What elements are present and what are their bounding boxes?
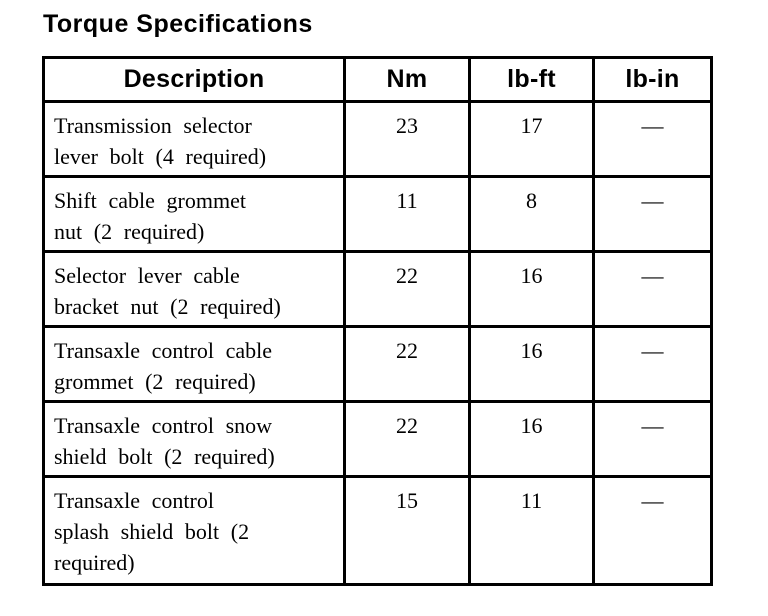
description-cell: Selector lever cable bracket nut (2 requ… [42, 250, 346, 328]
lb-in-cell: — [592, 325, 713, 403]
nm-cell: 22 [343, 400, 471, 478]
lb-ft-cell: 11 [468, 475, 595, 586]
header-lb-ft: lb-ft [468, 56, 595, 103]
table-row: Shift cable grommet nut (2 required) 11 … [42, 175, 713, 253]
description-cell: Transaxle control splash shield bolt (2 … [42, 475, 346, 586]
header-description: Description [42, 56, 346, 103]
header-lb-in: lb-in [592, 56, 713, 103]
lb-ft-cell: 8 [468, 175, 595, 253]
description-cell: Transaxle control cable grommet (2 requi… [42, 325, 346, 403]
nm-cell: 22 [343, 250, 471, 328]
description-cell: Shift cable grommet nut (2 required) [42, 175, 346, 253]
lb-ft-cell: 16 [468, 250, 595, 328]
nm-cell: 15 [343, 475, 471, 586]
lb-ft-cell: 16 [468, 325, 595, 403]
lb-in-cell: — [592, 100, 713, 178]
lb-in-cell: — [592, 250, 713, 328]
table-row: Transaxle control cable grommet (2 requi… [42, 325, 713, 403]
description-cell: Transmission selector lever bolt (4 requ… [42, 100, 346, 178]
page-title: Torque Specifications [43, 10, 313, 38]
table-row: Transaxle control snow shield bolt (2 re… [42, 400, 713, 478]
header-nm: Nm [343, 56, 471, 103]
torque-specifications-table: Description Nm lb-ft lb-in Transmission … [42, 56, 713, 586]
nm-cell: 22 [343, 325, 471, 403]
lb-in-cell: — [592, 475, 713, 586]
lb-in-cell: — [592, 400, 713, 478]
lb-ft-cell: 17 [468, 100, 595, 178]
description-cell: Transaxle control snow shield bolt (2 re… [42, 400, 346, 478]
table-row: Transaxle control splash shield bolt (2 … [42, 475, 713, 586]
lb-ft-cell: 16 [468, 400, 595, 478]
table-header-row: Description Nm lb-ft lb-in [42, 56, 713, 103]
nm-cell: 23 [343, 100, 471, 178]
table-row: Transmission selector lever bolt (4 requ… [42, 100, 713, 178]
nm-cell: 11 [343, 175, 471, 253]
lb-in-cell: — [592, 175, 713, 253]
table-row: Selector lever cable bracket nut (2 requ… [42, 250, 713, 328]
